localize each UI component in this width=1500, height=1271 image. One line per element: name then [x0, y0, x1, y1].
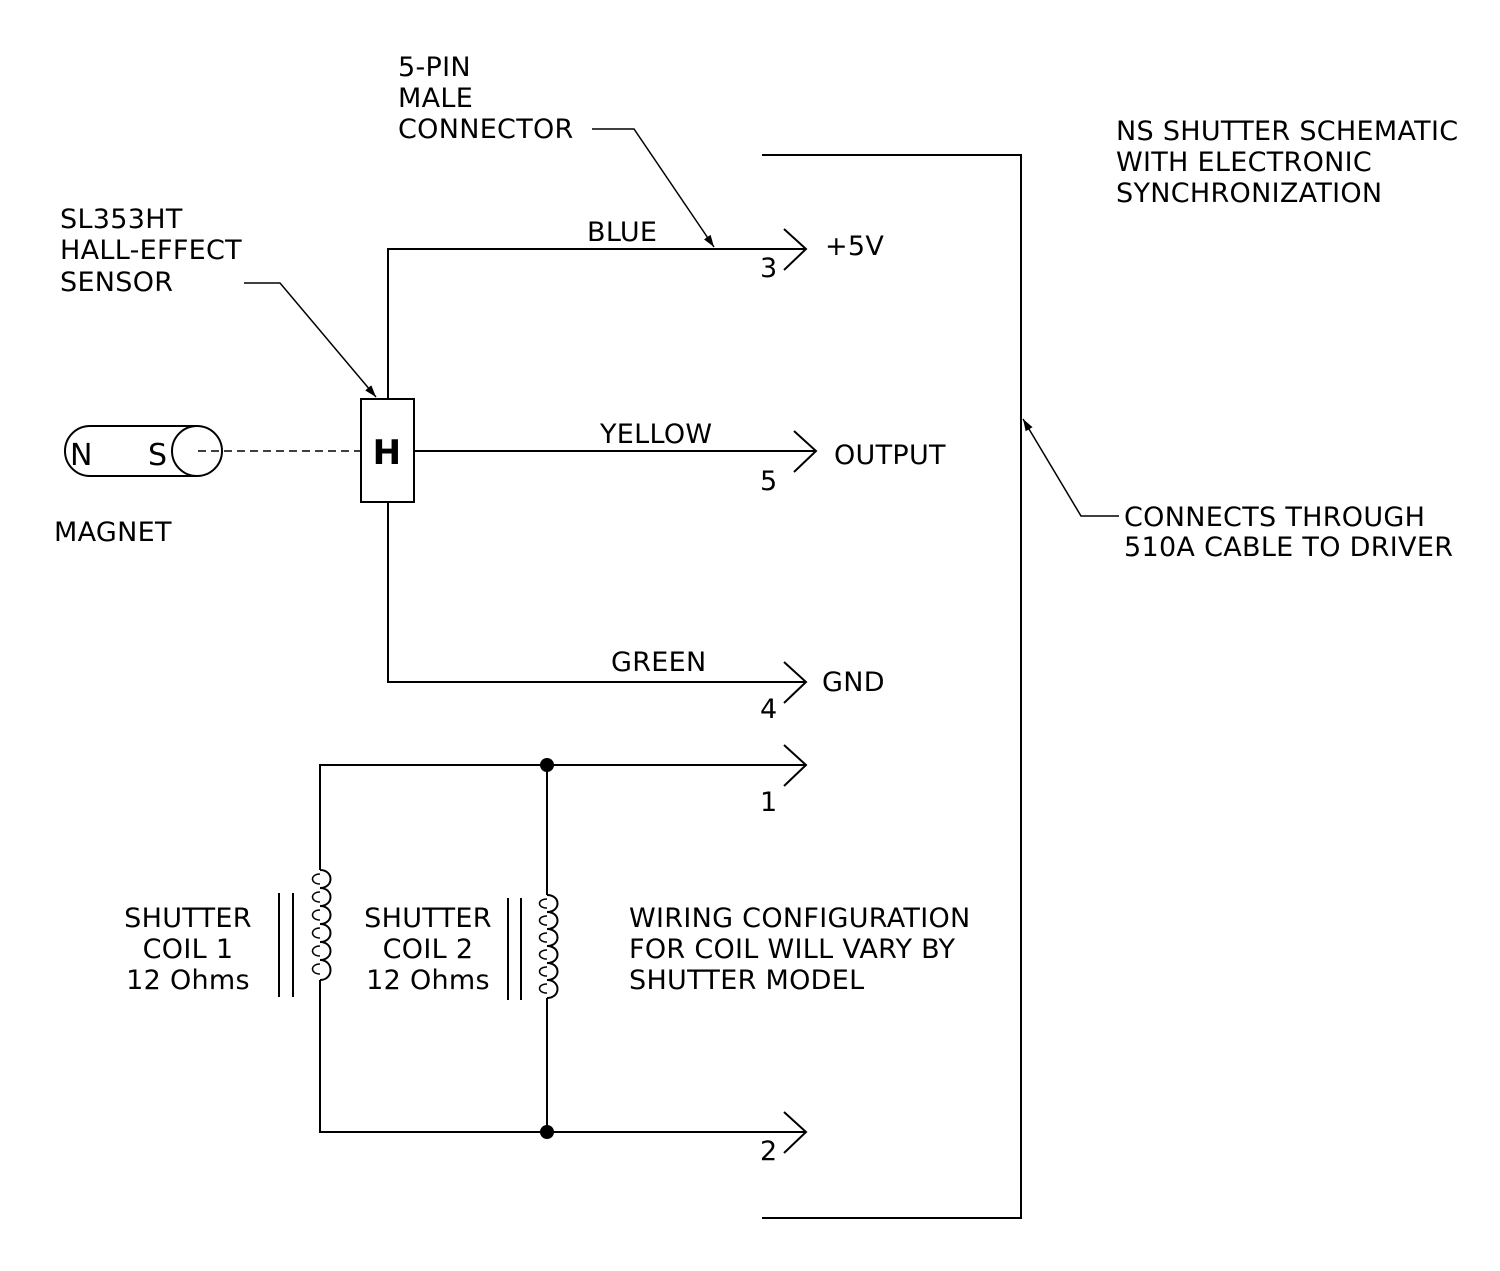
coil-2-winding-back	[538, 898, 548, 994]
coil-1-label-line-2: COIL 1	[143, 934, 234, 965]
sensor-label-line-3: SENSOR	[60, 267, 173, 298]
connector-bracket	[762, 154, 1022, 1219]
connector-label-line-2: MALE	[398, 83, 473, 114]
connector-label-line-1: 5-PIN	[398, 52, 471, 83]
pin-2-chevron	[783, 1111, 808, 1154]
sensor-leader-line	[244, 282, 377, 398]
coil-2-inductor	[507, 894, 559, 1000]
coil-top-rail	[319, 764, 806, 870]
coil-2-label-line-3: 12 Ohms	[366, 965, 490, 996]
yellow-wire-label: YELLOW	[599, 419, 712, 450]
coil-1-winding-back	[311, 873, 321, 975]
pin-4-chevron	[783, 661, 808, 704]
pin-4-number: 4	[760, 694, 777, 725]
pin-5-signal: OUTPUT	[834, 440, 946, 471]
green-wire-line	[387, 502, 806, 683]
green-wire: GREEN 4 GND	[387, 502, 885, 725]
magnet-end-arc	[171, 425, 198, 477]
magnet-south-pole: S	[148, 438, 167, 473]
wiring-note-line-2: FOR COIL WILL VARY BY	[629, 934, 956, 965]
wiring-note-line-3: SHUTTER MODEL	[629, 965, 864, 996]
coil-1-winding	[319, 869, 332, 981]
cable-note-line-2: 510A CABLE TO DRIVER	[1124, 532, 1453, 563]
pin-3-number: 3	[760, 253, 777, 284]
cable-note-line-1: CONNECTS THROUGH	[1124, 502, 1425, 533]
coil-circuit: 1 2 SHUTTER COIL 1 12 Ohms SHUTTER COIL	[124, 744, 808, 1167]
magnet-north-pole: N	[70, 438, 93, 473]
coil-1-label-line-3: 12 Ohms	[126, 965, 250, 996]
bottom-junction-dot	[540, 1125, 554, 1139]
top-junction-dot	[540, 758, 554, 772]
pin-1-number: 1	[760, 787, 777, 818]
green-wire-label: GREEN	[611, 647, 707, 678]
coil-1-label-line-1: SHUTTER	[124, 903, 252, 934]
pin-3-signal: +5V	[825, 231, 884, 262]
yellow-wire: YELLOW 5 OUTPUT	[414, 419, 946, 497]
blue-wire: BLUE 3 +5V	[387, 217, 884, 399]
cable-note-callout: CONNECTS THROUGH 510A CABLE TO DRIVER	[1022, 418, 1453, 563]
hall-sensor-symbol: H	[373, 433, 402, 473]
pin-5-chevron	[793, 430, 818, 473]
cable-note-leader-line	[1022, 418, 1119, 517]
magnet-label: MAGNET	[54, 517, 172, 548]
pin-5-number: 5	[760, 466, 777, 497]
sensor-label-line-2: HALL-EFFECT	[60, 235, 242, 266]
magnet: N S MAGNET	[54, 425, 223, 548]
sensor-label-line-1: SL353HT	[60, 204, 183, 235]
connector-leader-line	[592, 128, 715, 248]
title-line-1: NS SHUTTER SCHEMATIC	[1116, 116, 1458, 147]
wiring-note-line-1: WIRING CONFIGURATION	[629, 903, 971, 934]
sensor-callout: SL353HT HALL-EFFECT SENSOR	[60, 204, 377, 398]
coil-bottom-rail	[319, 980, 806, 1133]
title-line-2: WITH ELECTRONIC	[1116, 147, 1372, 178]
connector-label-line-3: CONNECTOR	[398, 114, 574, 145]
pin-1-chevron	[783, 744, 808, 787]
pin-3-chevron	[783, 228, 808, 271]
blue-wire-line	[387, 248, 806, 399]
pin-4-signal: GND	[822, 667, 885, 698]
schematic-title: NS SHUTTER SCHEMATIC WITH ELECTRONIC SYN…	[1116, 116, 1458, 209]
hall-sensor: H	[360, 398, 415, 503]
blue-wire-label: BLUE	[587, 217, 657, 248]
coil-2-label-line-2: COIL 2	[383, 934, 474, 965]
coil-2-winding	[546, 894, 559, 999]
connector-callout: 5-PIN MALE CONNECTOR	[398, 52, 715, 248]
coil-1-inductor	[278, 869, 332, 997]
title-line-3: SYNCHRONIZATION	[1116, 178, 1382, 209]
coil-2-label-line-1: SHUTTER	[364, 903, 492, 934]
wiring-note: WIRING CONFIGURATION FOR COIL WILL VARY …	[629, 903, 971, 996]
pin-2-number: 2	[760, 1136, 777, 1167]
